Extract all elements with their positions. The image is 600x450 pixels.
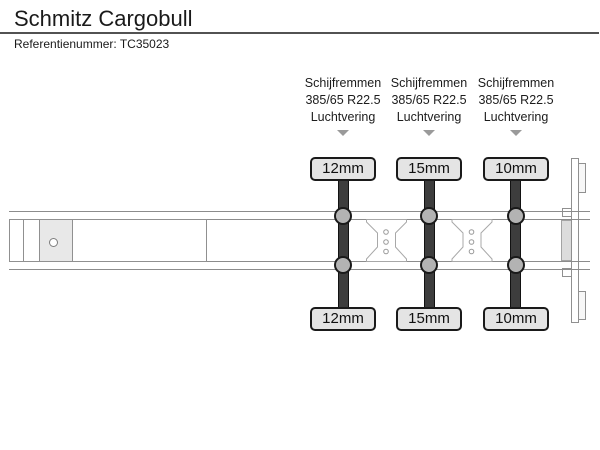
arrow-down-icon (423, 130, 435, 136)
measurement-label-top-1: 12mm (310, 157, 376, 181)
axle-2-spec: Schijfremmen 385/65 R22.5 Luchtvering (386, 75, 472, 126)
axle-3-suspension: Luchtvering (483, 110, 549, 124)
axle-2-bar (424, 172, 435, 318)
axle-1-spec: Schijfremmen 385/65 R22.5 Luchtvering (300, 75, 386, 126)
measurement-label-top-3: 10mm (483, 157, 549, 181)
measurement-label-bottom-1: 12mm (310, 307, 376, 331)
suspension-brackets (366, 219, 493, 262)
axle-1-bar (338, 172, 349, 318)
axle-1-suspension: Luchtvering (310, 110, 376, 124)
rear-lamp-bottom (578, 291, 586, 320)
axle-3-spec: Schijfremmen 385/65 R22.5 Luchtvering (473, 75, 559, 126)
axle-1-brakes: Schijfremmen (304, 76, 382, 90)
axle-2-tyre-size: 385/65 R22.5 (391, 93, 467, 107)
page-title: Schmitz Cargobull (14, 6, 193, 31)
measurement-label-bottom-2: 15mm (396, 307, 462, 331)
header-divider (0, 32, 599, 34)
front-section-divider (23, 220, 24, 261)
axle-1-hub-top (334, 207, 352, 225)
axle-3-hub-bottom (507, 256, 525, 274)
reference-number: Referentienummer: TC35023 (14, 37, 170, 51)
axle-2-suspension: Luchtvering (396, 110, 462, 124)
rear-bracket-bottom (562, 268, 572, 277)
axle-2-hub-top (420, 207, 438, 225)
axle-3-tyre-size: 385/65 R22.5 (478, 93, 554, 107)
axle-1-tyre-size: 385/65 R22.5 (305, 93, 381, 107)
arrow-down-icon (337, 130, 349, 136)
rear-bumper-member (571, 158, 579, 323)
rear-bracket-top (562, 208, 572, 217)
axle-3-brakes: Schijfremmen (477, 76, 555, 90)
measurement-label-top-2: 15mm (396, 157, 462, 181)
axle-2-brakes: Schijfremmen (390, 76, 468, 90)
axle-1-hub-bottom (334, 256, 352, 274)
measurement-label-bottom-3: 10mm (483, 307, 549, 331)
arrow-down-icon (510, 130, 522, 136)
axle-2-hub-bottom (420, 256, 438, 274)
rear-lamp-top (578, 163, 586, 193)
axle-3-bar (510, 172, 521, 318)
chassis-rail-bottom (9, 261, 590, 270)
kingpin (49, 238, 58, 247)
axle-3-hub-top (507, 207, 525, 225)
chassis-rail-top (9, 211, 590, 220)
